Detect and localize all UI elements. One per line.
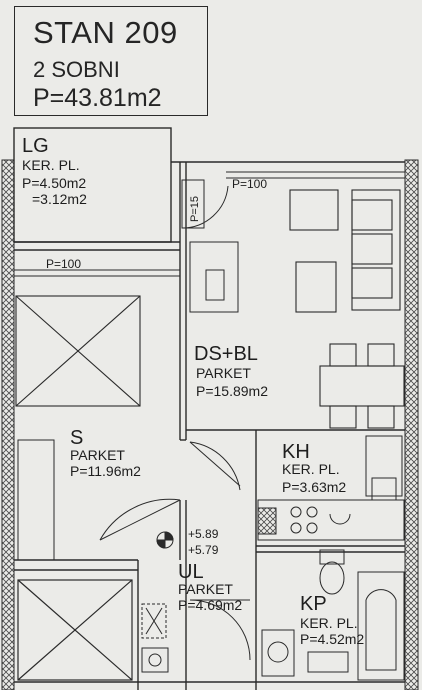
- window-living: [226, 171, 405, 179]
- bedroom-floor: PARKET: [70, 447, 125, 463]
- hall-area: P=4.69m2: [178, 597, 242, 613]
- level-lower: +5.79: [188, 543, 219, 557]
- apartment-title-box: STAN 209 2 SOBNI P=43.81m2: [14, 6, 208, 116]
- bedroom-code: S: [70, 427, 83, 449]
- door-swing-loggia: [181, 179, 229, 229]
- hall-code: UL: [178, 561, 204, 583]
- window-bedroom: [14, 269, 180, 277]
- installation-shaft: [141, 603, 169, 673]
- dining-table: [319, 343, 405, 429]
- hall-floor: PARKET: [178, 581, 233, 597]
- bath-code: KP: [300, 593, 327, 615]
- washbasin: [307, 651, 349, 673]
- lg-code: LG: [22, 135, 49, 157]
- washing-machine: [261, 629, 295, 677]
- living-floor: PARKET: [196, 365, 251, 381]
- living-area: P=15.89m2: [196, 383, 268, 399]
- kitchen-floor: KER. PL.: [282, 461, 340, 477]
- wardrobe: [17, 439, 55, 561]
- door-swing-bedroom: [99, 498, 181, 541]
- bedroom-area: P=11.96m2: [70, 463, 141, 479]
- living-code: DS+BL: [194, 343, 258, 365]
- exterior-wall-left: [1, 159, 15, 690]
- bedroom-window-label: P=100: [46, 257, 81, 271]
- lg-floor: KER. PL.: [22, 157, 80, 173]
- level-marker: [156, 531, 174, 549]
- kitchen-counter: [257, 435, 405, 541]
- kitchen-code: KH: [282, 441, 310, 463]
- living-window-label: P=100: [232, 177, 267, 191]
- room-count: 2 SOBNI: [33, 57, 120, 82]
- exterior-wall-right: [404, 159, 419, 690]
- elevator-shaft: [17, 579, 133, 681]
- apartment-area: P=43.81m2: [33, 84, 162, 112]
- lg-area: P=4.50m2: [22, 175, 86, 191]
- apartment-number: STAN 209: [33, 15, 178, 50]
- bath-area: P=4.52m2: [300, 631, 364, 647]
- door-swing-kitchen: [189, 441, 241, 491]
- door-label: P=15: [189, 196, 201, 222]
- sofa: [289, 189, 401, 313]
- level-upper: +5.89: [188, 527, 219, 541]
- toilet: [319, 549, 345, 595]
- lg-area-reduced: =3.12m2: [32, 191, 87, 207]
- door-swing-bath: [189, 599, 251, 661]
- bath-floor: KER. PL.: [300, 615, 358, 631]
- bed: [15, 295, 141, 407]
- bathtub: [357, 571, 405, 681]
- kitchen-area: P=3.63m2: [282, 479, 346, 495]
- tv-unit: [189, 241, 239, 313]
